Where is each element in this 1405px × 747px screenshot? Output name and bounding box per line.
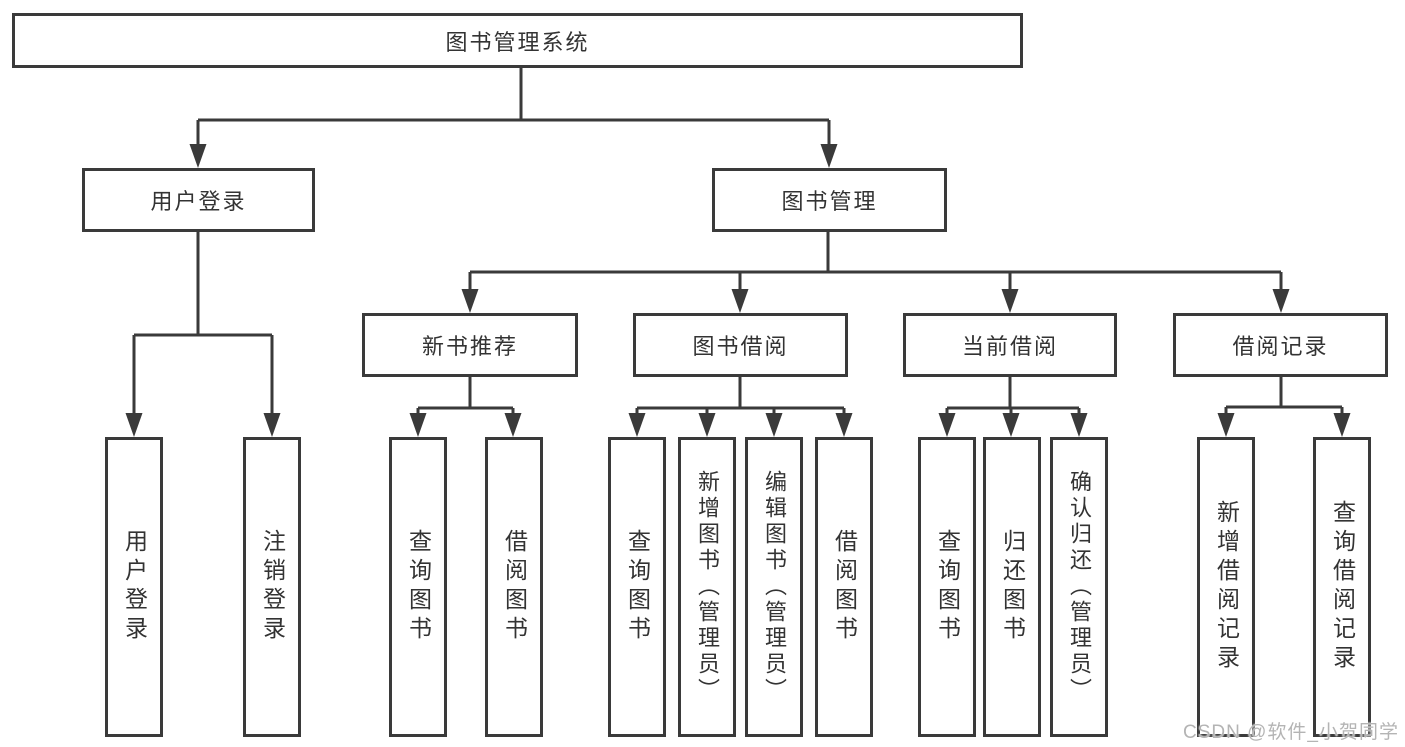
node-label: 查询图书 — [405, 529, 432, 645]
leaf-user-login: 用户登录 — [105, 437, 163, 737]
arrowhead-down-icon — [731, 289, 749, 313]
node-label: 借阅记录 — [1232, 334, 1329, 359]
arrowhead-down-icon — [1333, 413, 1351, 437]
leaf-logout: 注销登录 — [243, 437, 301, 737]
leaf-query-books-current: 查询图书 — [918, 437, 976, 737]
node-new-book-recommendation: 新书推荐 — [362, 313, 578, 377]
arrowhead-down-icon — [1001, 289, 1019, 313]
node-label: 查询借阅记录 — [1329, 500, 1356, 674]
node-label: 图书管理系统 — [445, 29, 590, 55]
leaf-add-books-admin: 新增图书（管理员） — [678, 437, 736, 737]
arrowhead-down-icon — [1002, 413, 1020, 437]
node-label: 归还图书 — [999, 529, 1026, 645]
node-label: 借阅图书 — [831, 529, 858, 645]
arrowhead-down-icon — [263, 413, 281, 437]
arrowhead-down-icon — [765, 413, 783, 437]
leaf-query-books-recommend: 查询图书 — [389, 437, 447, 737]
arrowhead-down-icon — [504, 413, 522, 437]
arrowhead-down-icon — [698, 413, 716, 437]
node-label: 新增图书（管理员） — [695, 470, 720, 704]
arrowhead-down-icon — [628, 413, 646, 437]
node-label: 图书借阅 — [692, 334, 789, 359]
arrowhead-down-icon — [189, 144, 207, 168]
leaf-add-borrow-record: 新增借阅记录 — [1197, 437, 1255, 737]
node-label: 图书管理 — [781, 189, 878, 214]
node-label: 新增借阅记录 — [1213, 500, 1240, 674]
node-borrowing-records: 借阅记录 — [1173, 313, 1388, 377]
node-user-login: 用户登录 — [82, 168, 315, 232]
node-label: 借阅图书 — [501, 529, 528, 645]
arrowhead-down-icon — [820, 144, 838, 168]
node-label: 查询图书 — [624, 529, 651, 645]
node-book-management: 图书管理 — [712, 168, 947, 232]
leaf-borrow-books-recommend: 借阅图书 — [485, 437, 543, 737]
csdn-watermark: CSDN @软件_小贺同学 — [1183, 722, 1399, 743]
leaf-return-books: 归还图书 — [983, 437, 1041, 737]
node-library-management-system: 图书管理系统 — [12, 13, 1023, 68]
arrowhead-down-icon — [835, 413, 853, 437]
leaf-confirm-return-admin: 确认归还（管理员） — [1050, 437, 1108, 737]
node-label: 用户登录 — [150, 189, 247, 214]
node-label: 新书推荐 — [421, 334, 518, 359]
arrowhead-down-icon — [1070, 413, 1088, 437]
node-current-borrowing: 当前借阅 — [903, 313, 1117, 377]
node-label: 用户登录 — [121, 529, 148, 645]
leaf-query-borrow-record: 查询借阅记录 — [1313, 437, 1371, 737]
arrowhead-down-icon — [1272, 289, 1290, 313]
arrowhead-down-icon — [409, 413, 427, 437]
node-label: 确认归还（管理员） — [1067, 470, 1092, 704]
node-label: 编辑图书（管理员） — [762, 470, 787, 704]
arrowhead-down-icon — [125, 413, 143, 437]
leaf-query-books-borrow: 查询图书 — [608, 437, 666, 737]
arrowhead-down-icon — [1217, 413, 1235, 437]
leaf-borrow-books: 借阅图书 — [815, 437, 873, 737]
node-label: 当前借阅 — [961, 334, 1058, 359]
node-label: 查询图书 — [934, 529, 961, 645]
arrowhead-down-icon — [461, 289, 479, 313]
node-label: 注销登录 — [259, 529, 286, 645]
leaf-edit-books-admin: 编辑图书（管理员） — [745, 437, 803, 737]
arrowhead-down-icon — [938, 413, 956, 437]
node-book-borrowing: 图书借阅 — [633, 313, 848, 377]
